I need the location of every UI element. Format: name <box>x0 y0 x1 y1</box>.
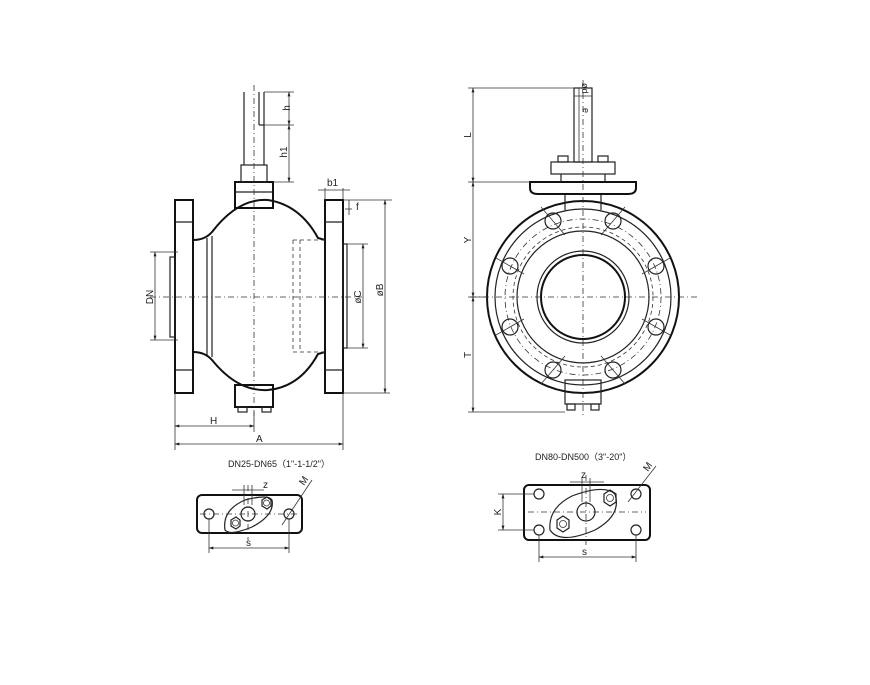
bolt-holes <box>495 206 671 385</box>
large-dim-M-label: M <box>641 461 655 474</box>
small-dim-z-label: z <box>263 480 268 491</box>
dim-A-label: A <box>256 434 263 445</box>
body-bottom <box>192 351 326 392</box>
dim-e-label: e <box>581 108 591 113</box>
dim-dn-label: DN <box>145 290 156 304</box>
large-dim-z-label: z <box>581 470 586 481</box>
side-view: h h1 b1 f DN øC øB H A <box>145 85 392 450</box>
dim-b-label: øB <box>375 283 386 296</box>
small-dim-M-label: M <box>297 475 311 488</box>
dim-H-label: H <box>210 416 217 427</box>
large-flange-caption: DN80-DN500（3"-20"） <box>535 452 631 462</box>
dim-d-label: ød <box>580 83 590 94</box>
dim-b1-label: b1 <box>327 178 339 189</box>
small-dim-s-label: s <box>246 538 251 549</box>
dim-T-label: T <box>463 352 474 358</box>
right-flange <box>324 199 344 394</box>
dim-h1-label: h1 <box>279 146 290 158</box>
large-flange-detail: DN80-DN500（3"-20"） z K s M <box>493 452 657 562</box>
dim-Y-label: Y <box>463 236 474 243</box>
large-flange-plate <box>523 484 651 541</box>
dim-L-label: L <box>463 132 474 138</box>
front-view: ød e L Y T <box>463 80 700 415</box>
small-flange-detail: DN25-DN65（1"-1-1/2"） z s M <box>196 459 330 553</box>
mounting-pad <box>529 181 637 195</box>
dim-c-label: øC <box>353 290 364 303</box>
dim-f-label: f <box>356 202 359 213</box>
small-flange-caption: DN25-DN65（1"-1-1/2"） <box>228 459 330 469</box>
large-dim-s-label: s <box>582 547 587 558</box>
left-flange <box>174 199 194 394</box>
small-flange-plate <box>196 494 303 534</box>
large-dim-K-label: K <box>493 508 504 515</box>
body-top <box>192 198 326 241</box>
dim-h-label: h <box>282 105 293 111</box>
